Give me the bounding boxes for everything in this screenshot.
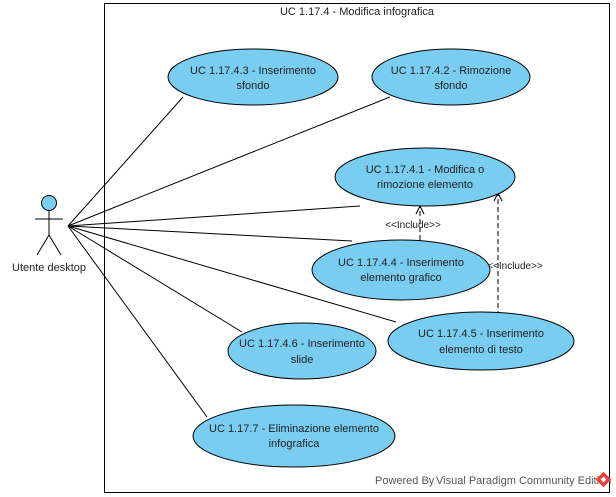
association-uc-1-17-4-3 [67, 96, 184, 227]
use-case-label: UC 1.17.4.5 - Inserimento [418, 328, 544, 340]
actor-left-leg [36, 234, 50, 256]
use-case-label: elemento grafico [360, 272, 441, 284]
association-uc-1-17-4-4 [67, 225, 353, 242]
use-case-1-17-4-6[interactable]: UC 1.17.4.6 - Inserimento slide [227, 322, 377, 380]
include-label-1: <<Include>> [385, 220, 441, 231]
use-case-ellipse [387, 311, 575, 371]
use-case-label: UC 1.17.4.6 - Inserimento [239, 338, 365, 350]
footer-powered-by: Powered By [375, 475, 435, 487]
use-case-label: UC 1.17.4.4 - Inserimento [338, 257, 464, 269]
use-case-ellipse [371, 48, 531, 106]
actor-utente-desktop[interactable]: Utente desktop [12, 195, 86, 275]
use-case-label: UC 1.17.4.3 - Inserimento [190, 65, 316, 77]
actor-label: Utente desktop [12, 262, 86, 274]
use-case-label: infografica [269, 438, 321, 450]
use-case-1-17-7[interactable]: UC 1.17.7 - Eliminazione elemento infogr… [192, 404, 396, 468]
use-case-ellipse [334, 147, 516, 207]
association-uc-1-17-4-1 [67, 205, 361, 227]
use-case-label: sfondo [434, 80, 467, 92]
use-case-label: UC 1.17.4.2 - Rimozione [391, 65, 511, 77]
actor-right-leg [48, 234, 62, 256]
use-case-1-17-4-5[interactable]: UC 1.17.4.5 - Inserimento elemento di te… [387, 311, 575, 371]
use-case-label: UC 1.17.4.1 - Modifica o [366, 164, 485, 176]
use-case-1-17-4-4[interactable]: UC 1.17.4.4 - Inserimento elemento grafi… [311, 239, 491, 301]
association-uc-1-17-4-5 [67, 225, 397, 323]
use-case-label: rimozione elemento [377, 179, 473, 191]
actor-head [41, 195, 57, 211]
include-label-2: <<Include>> [487, 261, 543, 272]
use-case-ellipse [227, 322, 377, 380]
use-case-1-17-4-2[interactable]: UC 1.17.4.2 - Rimozione sfondo [371, 48, 531, 106]
footer-product: Visual Paradigm Community Edition [436, 475, 611, 487]
use-case-label: sfondo [236, 80, 269, 92]
use-case-ellipse [192, 404, 396, 468]
use-case-1-17-4-3[interactable]: UC 1.17.4.3 - Inserimento sfondo [167, 48, 339, 106]
associations [67, 96, 397, 418]
use-case-label: UC 1.17.7 - Eliminazione elemento [209, 423, 379, 435]
footer-watermark: Powered By Visual Paradigm Community Edi… [375, 471, 612, 488]
use-case-ellipse [311, 239, 491, 301]
association-uc-1-17-4-2 [67, 96, 391, 227]
system-title: UC 1.17.4 - Modifica infografica [280, 6, 435, 18]
association-uc-1-17-4-6 [67, 225, 243, 333]
association-uc-1-17-7 [67, 225, 208, 418]
use-case-ellipse [167, 48, 339, 106]
include-dependencies [420, 193, 498, 316]
use-case-label: elemento di testo [439, 344, 523, 356]
use-case-label: slide [291, 354, 314, 366]
use-case-1-17-4-1[interactable]: UC 1.17.4.1 - Modifica o rimozione eleme… [334, 147, 516, 207]
